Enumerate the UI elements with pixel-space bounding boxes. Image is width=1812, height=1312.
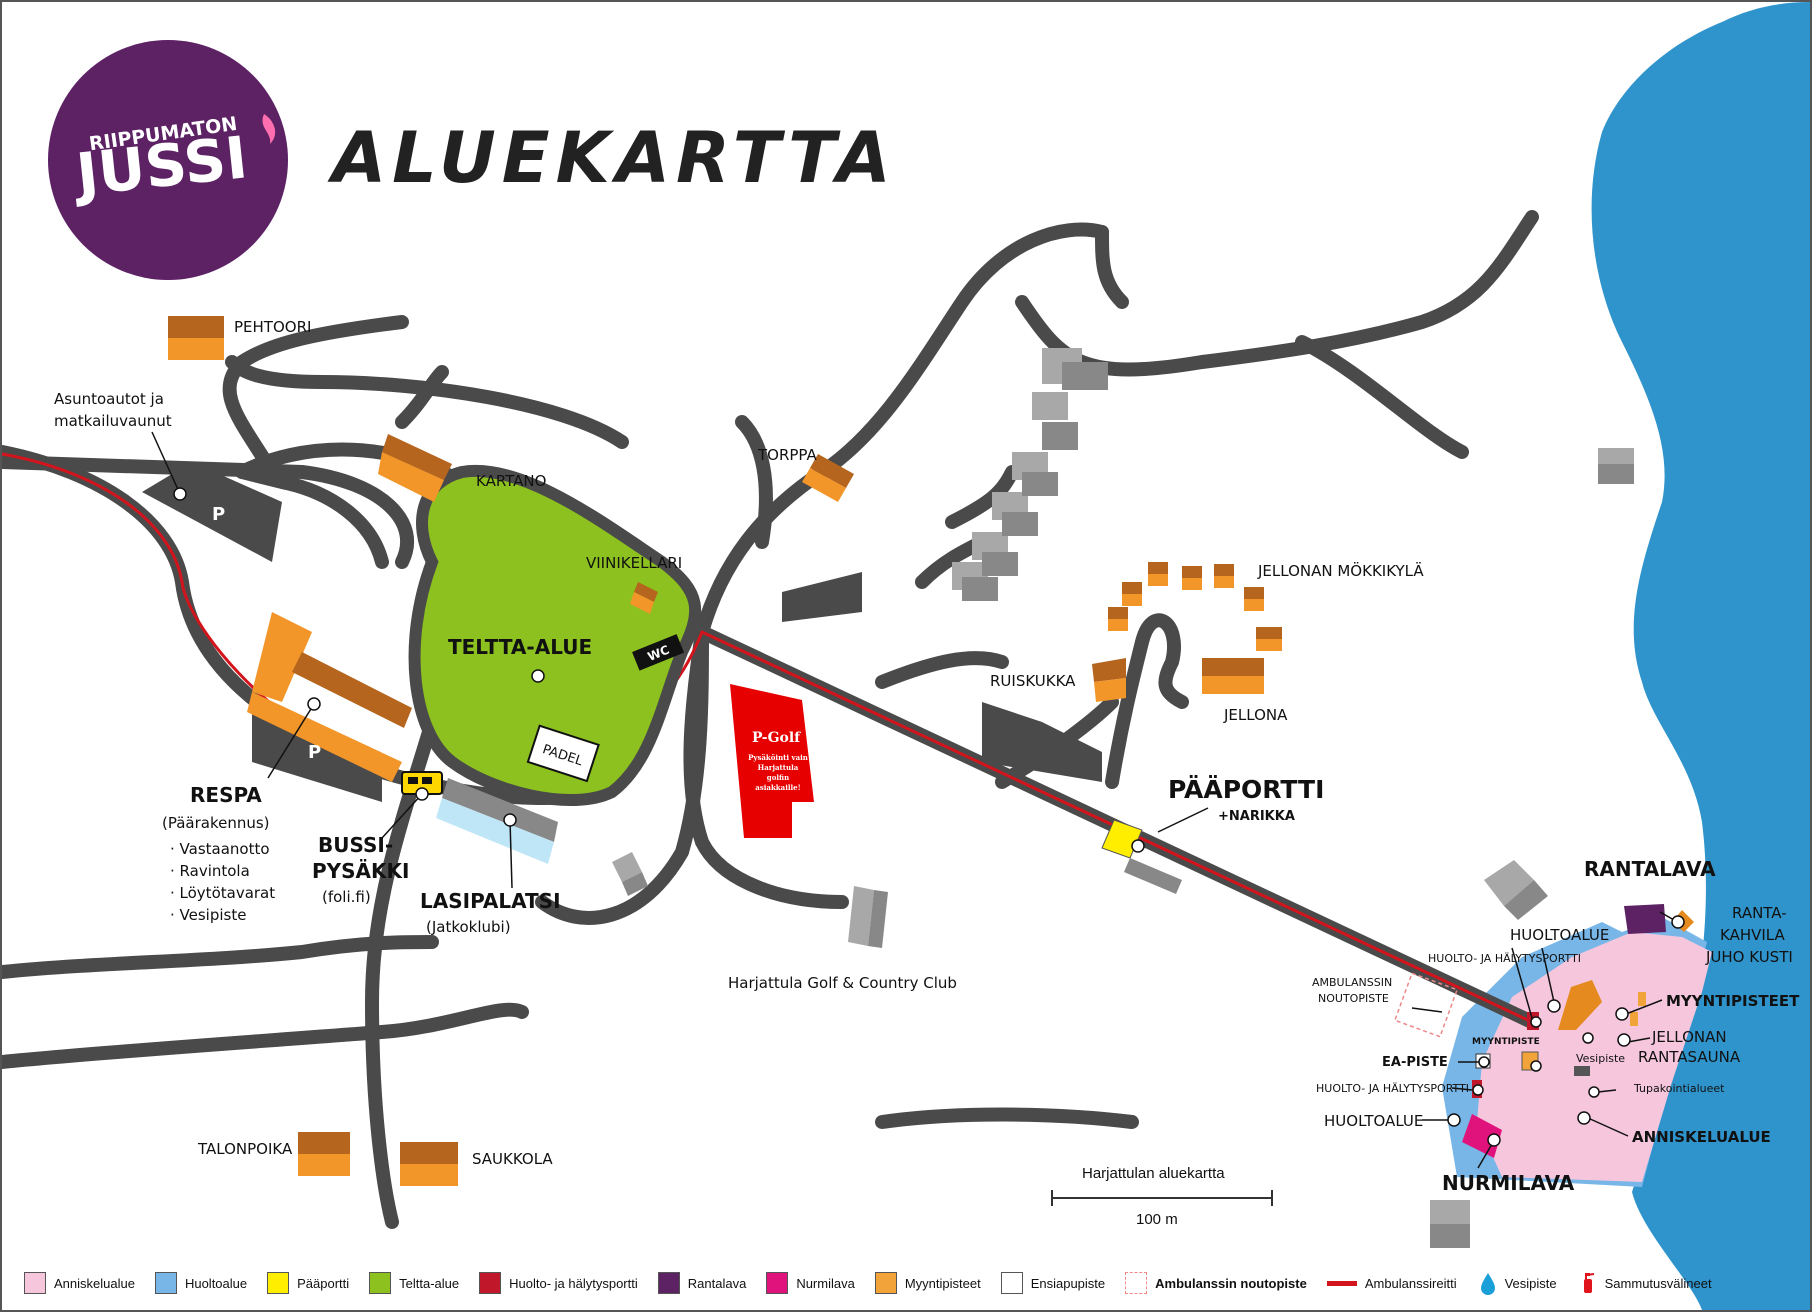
label-ambulanssi-2: NOUTOPISTE <box>1318 992 1389 1005</box>
legend-swatch <box>766 1272 789 1294</box>
legend-swatch <box>24 1272 46 1294</box>
label-viinikellari: VIINIKELLARI <box>586 554 682 572</box>
parking-lot-center <box>782 572 862 622</box>
legend-item-ambulanssireitti: Ambulanssireitti <box>1326 1276 1457 1291</box>
pgolf-line-4: asiakkaille! <box>755 783 800 792</box>
pgolf-area <box>730 684 814 838</box>
label-myyntipiste: MYYNTIPISTE <box>1472 1037 1540 1047</box>
pgolf-line-3: golfin <box>767 773 789 782</box>
leaders <box>151 431 1685 1169</box>
ambulance-route-icon <box>1326 1280 1357 1286</box>
map-title: ALUEKARTTA <box>327 117 897 199</box>
label-lasipalatsi: LASIPALATSI <box>420 889 561 913</box>
water-drop-icon <box>1480 1273 1495 1295</box>
label-rantasauna-1: JELLONAN <box>1651 1028 1727 1046</box>
parking-label-1: P <box>212 504 225 525</box>
map-legend: Anniskelualue Huoltoalue Pääportti Teltt… <box>2 1256 1810 1310</box>
label-torppa: TORPPA <box>757 446 818 464</box>
legend-item-vesipiste: Vesipiste <box>1477 1271 1557 1295</box>
label-golfclub: Harjattula Golf & Country Club <box>728 974 957 992</box>
legend-item-huoltoalue: Huoltoalue <box>154 1272 247 1294</box>
scale-bar: Harjattulan aluekartta 100 m <box>1051 1165 1273 1228</box>
legend-item-teltta-alue: Teltta-alue <box>369 1272 459 1294</box>
legend-swatch <box>154 1272 177 1294</box>
label-ea-piste: EA-PISTE <box>1382 1055 1448 1070</box>
label-tupakointialueet: Tupakointialueet <box>1633 1082 1725 1095</box>
anniskelualue-zone <box>1477 932 1712 1182</box>
label-narikka: +NARIKKA <box>1218 809 1295 824</box>
label-respa-item-2: · Ravintola <box>170 862 250 880</box>
sea <box>1591 2 1810 1310</box>
label-rantalava: RANTALAVA <box>1584 857 1716 881</box>
label-nurmilava: NURMILAVA <box>1442 1171 1575 1195</box>
label-respa-item-4: · Vesipiste <box>170 906 246 924</box>
label-kartano: KARTANO <box>476 472 546 490</box>
label-vesipiste: Vesipiste <box>1576 1052 1625 1065</box>
label-ruiskukka: RUISKUKKA <box>990 672 1076 690</box>
label-ambulanssi-1: AMBULANSSIN <box>1312 976 1392 989</box>
legend-item-nurmilava: Nurmilava <box>766 1272 855 1294</box>
label-respa: RESPA <box>190 783 262 807</box>
flame-icon <box>262 114 276 144</box>
legend-item-ambulanssin-noutopiste: Ambulanssin noutopiste <box>1125 1272 1307 1294</box>
scale-title: Harjattulan aluekartta <box>1082 1165 1225 1182</box>
label-anniskelualue: ANNISKELUALUE <box>1632 1128 1771 1146</box>
label-jellona: JELLONA <box>1223 706 1288 724</box>
legend-swatch <box>1125 1272 1148 1294</box>
label-respa-sub: (Päärakennus) <box>162 814 270 832</box>
legend-item-sammutusvalineet: Sammutusvälineet <box>1577 1271 1712 1295</box>
parking-right <box>982 702 1102 782</box>
legend-item-ensiapupiste: Ensiapupiste <box>1000 1272 1105 1294</box>
label-huoltoalue-top: HUOLTOALUE <box>1510 926 1609 944</box>
label-huolto-portti-top: HUOLTO- JA HÄLYTYSPORTTI <box>1428 952 1581 965</box>
label-paaportti: PÄÄPORTTI <box>1168 774 1324 804</box>
map-labels: PEHTOORI Asuntoautot ja matkailuvaunut K… <box>54 318 1800 1195</box>
label-jellonan-mokkikyla: JELLONAN MÖKKIKYLÄ <box>1257 561 1424 580</box>
label-rantakahvila-1: RANTA- <box>1732 904 1787 922</box>
label-rantakahvila-2: KAHVILA <box>1720 926 1785 944</box>
label-respa-item-1: · Vastaanotto <box>170 840 270 858</box>
label-respa-item-3: · Löytötavarat <box>170 884 275 902</box>
legend-swatch <box>479 1272 502 1294</box>
legend-swatch <box>657 1272 680 1294</box>
label-talonpoika: TALONPOIKA <box>197 1140 293 1158</box>
label-teltta-alue: TELTTA-ALUE <box>448 635 592 659</box>
legend-swatch <box>1000 1272 1023 1294</box>
pgolf-line-2: Harjattula <box>758 763 799 772</box>
label-bussi-3: (foli.fi) <box>322 888 371 906</box>
label-rantasauna-2: RANTASAUNA <box>1638 1048 1741 1066</box>
label-asuntoautot-2: matkailuvaunut <box>54 412 172 430</box>
padel-court: PADEL <box>526 724 600 783</box>
legend-swatch <box>369 1272 392 1294</box>
label-lasipalatsi-sub: (Jatkoklubi) <box>426 918 511 936</box>
label-saukkola: SAUKKOLA <box>472 1150 553 1168</box>
legend-item-myyntipisteet: Myyntipisteet <box>874 1272 981 1294</box>
scale-label: 100 m <box>1136 1211 1178 1228</box>
label-myyntipisteet: MYYNTIPISTEET <box>1666 992 1800 1010</box>
label-huoltoalue-bottom: HUOLTOALUE <box>1324 1112 1423 1130</box>
pgolf-line-1: Pysäköinti vain <box>748 753 808 762</box>
legend-item-rantalava: Rantalava <box>657 1272 746 1294</box>
parking-label-2: P <box>308 742 321 763</box>
label-huolto-portti-bottom: HUOLTO- JA HÄLYTYSPORTTI <box>1316 1082 1469 1095</box>
legend-item-huolto-portti: Huolto- ja hälytysportti <box>479 1272 638 1294</box>
label-bussi-1: BUSSI- <box>318 833 393 857</box>
label-bussi-2: PYSÄKKI <box>312 859 409 883</box>
legend-item-paaportti: Pääportti <box>267 1272 349 1294</box>
label-pehtoori: PEHTOORI <box>234 318 311 336</box>
fire-extinguisher-icon <box>1583 1273 1594 1293</box>
label-asuntoautot-1: Asuntoautot ja <box>54 390 164 408</box>
wc-sign: WC <box>632 634 685 671</box>
legend-item-anniskelualue: Anniskelualue <box>24 1272 135 1294</box>
legend-swatch <box>267 1272 290 1294</box>
legend-swatch <box>874 1272 897 1294</box>
buildings <box>168 316 1634 1248</box>
logo: RIIPPUMATON JUSSI <box>48 40 288 280</box>
pgolf-title: P-Golf <box>752 730 801 746</box>
teltta-alue-zone <box>408 464 701 807</box>
label-rantakahvila-3: JUHO KUSTI <box>1705 948 1793 966</box>
